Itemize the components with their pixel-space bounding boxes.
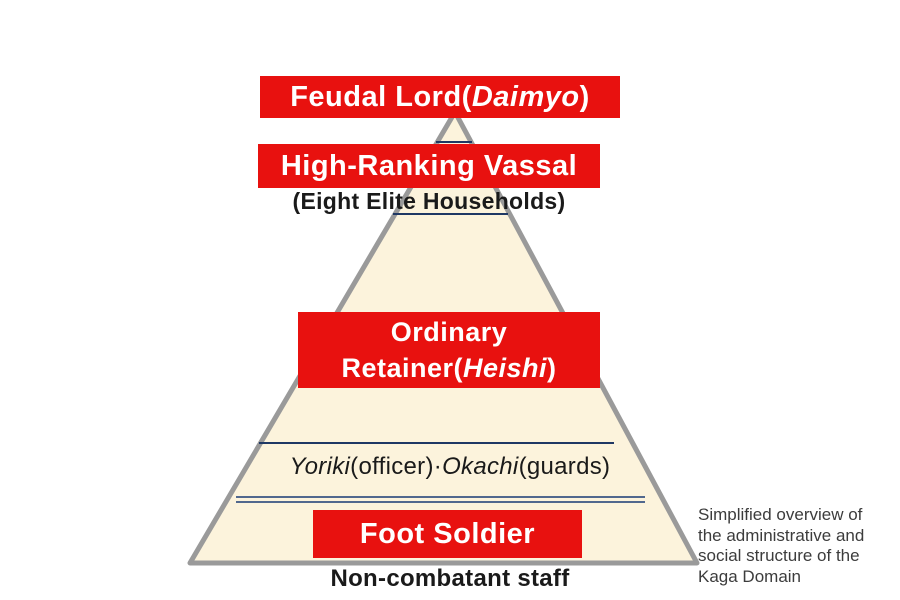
eight-elite-households-caption: (Eight Elite Households) xyxy=(254,188,604,215)
banner-ordinary-retainer: Ordinary Retainer(Heishi) xyxy=(298,312,600,388)
side-note-line-1: Simplified overview of xyxy=(698,505,863,524)
feudal-lord-text-italic: Daimyo xyxy=(471,80,580,113)
side-note-line-2: the administrative and xyxy=(698,525,865,545)
banner-feudal-lord-label: Feudal Lord(Daimyo) xyxy=(290,81,590,114)
eight-elite-households-label: (Eight Elite Households) xyxy=(292,188,566,214)
yoriki-okachi-label: Yoriki(officer)·Okachi(guards) xyxy=(290,453,611,480)
high-ranking-vassal-label: High-Ranking Vassal xyxy=(280,149,578,182)
okachi-italic: Okachi xyxy=(442,453,519,480)
non-combatant-staff-caption: Non-combatant staff xyxy=(300,565,600,593)
ordinary-retainer-line2: Retainer(Heishi) xyxy=(341,350,556,386)
feudal-lord-text-pre: Feudal Lord( xyxy=(290,80,472,113)
banner-feudal-lord: Feudal Lord(Daimyo) xyxy=(260,76,620,118)
ordinary-retainer-line2-italic: Heishi xyxy=(463,353,548,383)
side-note-line-4: Kaga Domain xyxy=(698,566,802,586)
feudal-lord-text-post: ) xyxy=(579,80,590,113)
yoriki-okachi-caption: Yoriki(officer)·Okachi(guards) xyxy=(250,453,650,481)
banner-high-ranking-vassal: High-Ranking Vassal xyxy=(258,144,600,188)
side-note-line-3: social structure of the xyxy=(698,546,860,565)
ordinary-retainer-line2-post: ) xyxy=(547,353,557,383)
banner-foot-soldier: Foot Soldier xyxy=(313,510,582,558)
ordinary-retainer-line1: Ordinary xyxy=(390,317,508,347)
okachi-guards-text: (guards) xyxy=(518,453,611,480)
ordinary-retainer-line2-pre: Retainer( xyxy=(341,353,463,383)
yoriki-officer-text: (officer)· xyxy=(350,453,443,480)
foot-soldier-label: Foot Soldier xyxy=(359,517,536,550)
side-note: Simplified overview of the administrativ… xyxy=(698,505,900,587)
yoriki-italic: Yoriki xyxy=(289,453,351,480)
non-combatant-staff-label: Non-combatant staff xyxy=(330,565,570,592)
